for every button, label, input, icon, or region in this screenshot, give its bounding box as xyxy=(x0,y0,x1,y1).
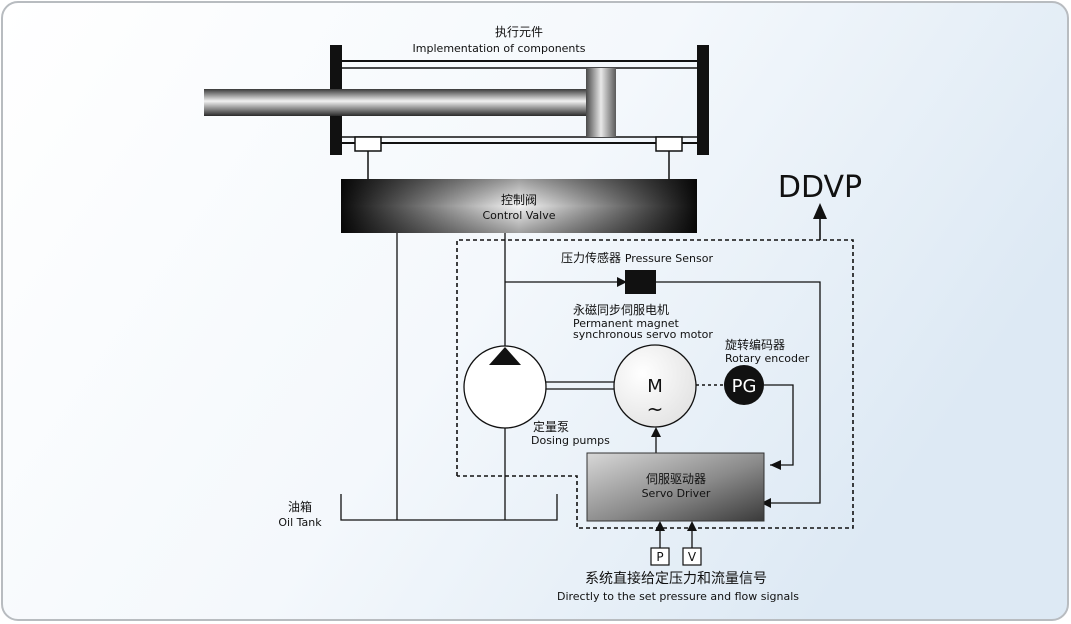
setpoint-signals: P V 系统直接给定压力和流量信号 Directly to the set pr… xyxy=(557,547,799,603)
ddvp-arrow-head xyxy=(813,203,827,219)
p-signal-arrow xyxy=(655,521,665,531)
pressure-sensor-block xyxy=(625,270,656,294)
control-valve-label-cn: 控制阀 xyxy=(501,193,537,207)
hydraulic-lines xyxy=(340,233,821,548)
driver-to-motor-arrow xyxy=(651,427,661,437)
ddvp-boundary xyxy=(456,239,854,529)
pump-motor-shaft xyxy=(545,381,614,390)
motor-circle xyxy=(613,344,697,428)
cylinder-right-endcap xyxy=(697,45,709,155)
rotary-encoder: 旋转编码器 Rotary encoder PG xyxy=(696,337,810,405)
signals-label-en: Directly to the set pressure and flow si… xyxy=(557,590,799,603)
oil-tank-label-cn: 油箱 xyxy=(288,499,312,514)
cylinder-port-right xyxy=(655,136,683,152)
actuator-cylinder: 执行元件 Implementation of components xyxy=(204,25,709,179)
sensor-to-driver-arrow xyxy=(761,498,771,508)
v-signal-arrow xyxy=(687,521,697,531)
actuator-label-en: Implementation of components xyxy=(413,42,586,55)
encoder-to-driver-arrow xyxy=(770,460,781,470)
cylinder-port-left xyxy=(354,136,382,152)
oil-tank-outline xyxy=(340,494,558,521)
dosing-pump: 定量泵 Dosing pumps xyxy=(463,345,610,447)
pump-direction-triangle xyxy=(489,347,521,365)
control-valve-label-en: Control Valve xyxy=(482,209,555,222)
servo-motor-label-en2: synchronous servo motor xyxy=(573,328,713,341)
motor-symbol-m: M xyxy=(647,376,663,397)
oil-tank-label-en: Oil Tank xyxy=(278,516,322,529)
servo-driver-label-cn: 伺服驱动器 xyxy=(646,472,706,486)
piston-head xyxy=(586,68,616,137)
servo-motor-label-en1: Permanent magnet xyxy=(573,317,679,330)
encoder-circle xyxy=(724,365,764,405)
signals-label-cn: 系统直接给定压力和流量信号 xyxy=(585,570,767,587)
pressure-sensor-label: 压力传感器 Pressure Sensor xyxy=(561,250,713,265)
pump-circle xyxy=(463,345,547,429)
servo-motor-label-cn: 永磁同步伺服电机 xyxy=(573,302,669,317)
sensor-tap-arrow xyxy=(617,277,627,287)
motor-symbol-ac: ~ xyxy=(647,397,664,421)
servo-driver-label-en: Servo Driver xyxy=(642,487,711,500)
servo-motor: 永磁同步伺服电机 Permanent magnet synchronous se… xyxy=(573,302,713,428)
p-signal-label: P xyxy=(656,550,663,564)
encoder-symbol: PG xyxy=(732,376,757,397)
control-valve: 控制阀 Control Valve xyxy=(341,179,697,233)
pump-label-en: Dosing pumps xyxy=(531,434,610,447)
servo-driver: 伺服驱动器 Servo Driver xyxy=(586,452,765,522)
v-signal-label: V xyxy=(688,550,697,564)
pump-label-cn: 定量泵 xyxy=(533,419,569,434)
rotary-encoder-label-en: Rotary encoder xyxy=(725,352,810,365)
rotary-encoder-label-cn: 旋转编码器 xyxy=(725,337,785,352)
sensor-feedback-line xyxy=(656,281,821,504)
actuator-label-cn: 执行元件 xyxy=(495,25,543,39)
p-signal-box xyxy=(650,547,670,566)
servo-driver-box xyxy=(586,452,765,522)
pressure-sensor: 压力传感器 Pressure Sensor xyxy=(561,250,713,294)
encoder-feedback-line xyxy=(764,384,794,466)
v-signal-box xyxy=(682,547,702,566)
ddvp-title: DDVP xyxy=(778,170,862,205)
piston-rod xyxy=(204,89,589,116)
